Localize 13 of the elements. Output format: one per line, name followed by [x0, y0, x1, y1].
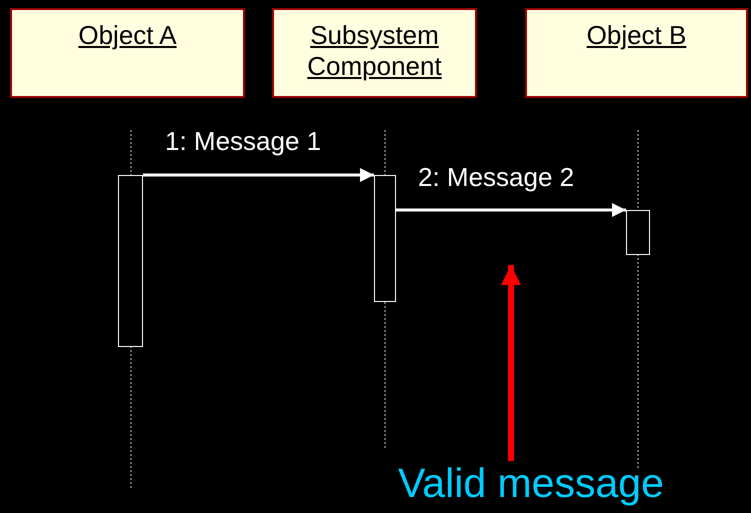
message-arrow [396, 203, 626, 217]
callout-text: Valid message [398, 460, 664, 506]
object-box [10, 8, 245, 98]
object-name: Object A [78, 20, 177, 51]
activation-bar [626, 210, 650, 255]
object-name: Object B [586, 20, 686, 51]
object-box [525, 8, 748, 98]
activation-bar [374, 175, 396, 302]
activation-bar [118, 175, 143, 347]
message-arrow [143, 168, 374, 182]
object-name: Subsystem Component [306, 20, 443, 82]
callout-arrow [501, 265, 521, 461]
object-box [272, 8, 477, 98]
